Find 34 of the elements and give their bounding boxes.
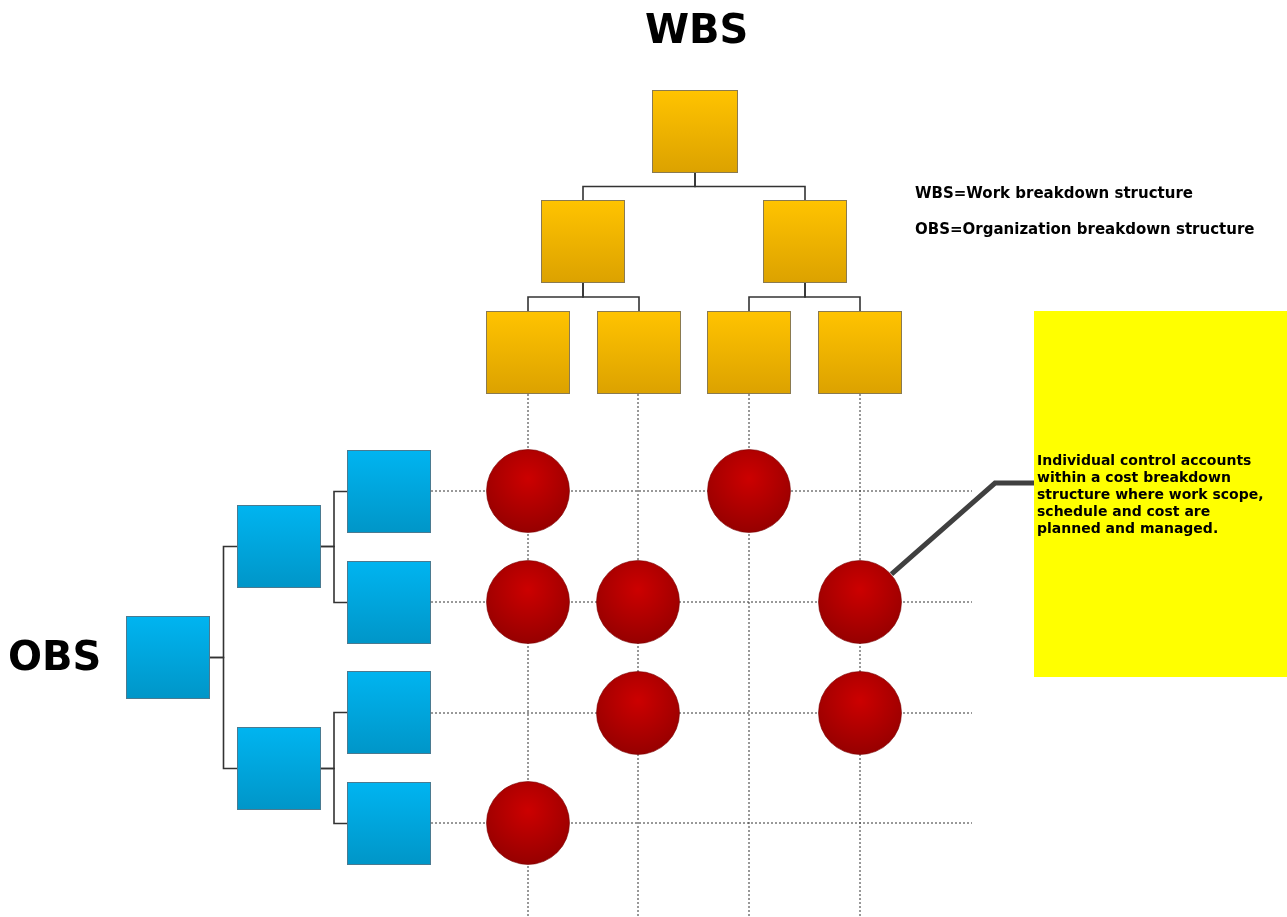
heading: WBS (645, 6, 749, 52)
square-box (763, 200, 847, 283)
square-box (347, 450, 431, 533)
circle-marker (486, 560, 570, 644)
leader-line (889, 480, 1034, 577)
definition-text: WBS=Work breakdown structure (915, 184, 1193, 202)
square-box (597, 311, 681, 394)
square-box (347, 561, 431, 644)
circle-marker (818, 671, 902, 755)
connector-line (209, 656, 238, 770)
connector-line (320, 767, 348, 825)
square-box (486, 311, 570, 394)
circle-marker (818, 560, 902, 644)
square-box (707, 311, 791, 394)
circle-marker (486, 781, 570, 865)
definition-text: OBS=Organization breakdown structure (915, 220, 1255, 238)
square-box (237, 505, 321, 588)
circle-marker (596, 671, 680, 755)
connector-line (320, 545, 348, 604)
square-box (347, 671, 431, 754)
square-box (541, 200, 625, 283)
square-box (126, 616, 210, 699)
square-box (237, 727, 321, 810)
circle-marker (596, 560, 680, 644)
square-box (818, 311, 902, 394)
circle-marker (486, 449, 570, 533)
connector-line (694, 172, 806, 201)
connector-line (582, 282, 640, 312)
square-box (652, 90, 738, 173)
square-box (347, 782, 431, 865)
circle-marker (707, 449, 791, 533)
heading: OBS (8, 633, 102, 679)
connector-line (804, 282, 861, 312)
note-box: Individual control accounts within a cost breakdown structure where work scope, schedule and cost are planned and managed. (1034, 311, 1287, 677)
